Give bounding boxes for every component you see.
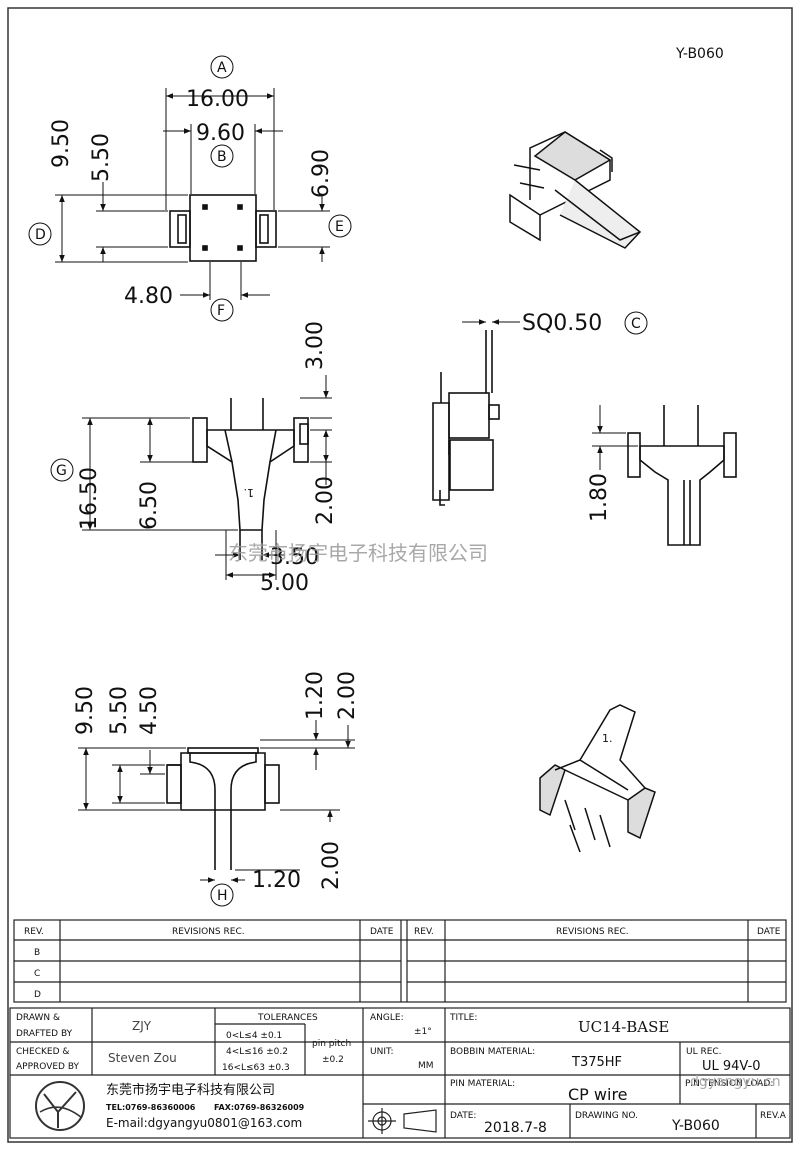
unit-value: MM <box>418 1061 434 1071</box>
company-name: 东莞市扬宇电子科技有限公司 <box>106 1082 275 1098</box>
callout-a: A <box>217 60 227 76</box>
dim-6-50: 6.50 <box>137 481 162 530</box>
front-view-dimensions <box>50 375 332 580</box>
top-view <box>169 194 277 262</box>
dim-16-00: 16.00 <box>186 87 249 112</box>
rec-header-2: REVISIONS REC. <box>556 927 629 937</box>
isometric-view-bottom <box>539 704 656 853</box>
date-label: DATE: <box>450 1111 476 1121</box>
dim-1-80: 1.80 <box>587 473 612 522</box>
callout-b: B <box>217 149 227 165</box>
dim-b-2-00-low: 2.00 <box>319 841 344 890</box>
rev-row-d: D <box>34 990 41 1000</box>
rev-header-1: REV. <box>24 927 44 937</box>
rev-row-b: B <box>34 948 40 958</box>
angle-value: ±1° <box>414 1027 432 1037</box>
dim-b-4-50: 4.50 <box>137 686 162 735</box>
dim-sq0-50: SQ0.50 <box>522 311 602 336</box>
drawing-code-top: Y-B060 <box>675 46 724 62</box>
ul-label: UL REC. <box>686 1047 722 1057</box>
bobbin-material-label: BOBBIN MATERIAL: <box>450 1047 535 1057</box>
company-logo <box>35 1081 85 1131</box>
date-header-1: DATE <box>370 927 394 937</box>
bottom-view-dimensions <box>78 720 355 907</box>
rev-row-c: C <box>34 969 40 979</box>
sheet-border <box>7 7 793 1143</box>
ul-value: UL 94V-0 <box>702 1059 761 1074</box>
dim-16-50: 16.50 <box>77 467 102 530</box>
end-view-dimensions <box>592 405 638 470</box>
tolerances-label: TOLERANCES <box>257 1013 318 1023</box>
company-tel: TEL:0769-86360006 <box>106 1103 196 1112</box>
rec-header-1: REVISIONS REC. <box>172 927 245 937</box>
drawing-no-value: Y-B060 <box>671 1118 720 1134</box>
callout-h: H <box>217 888 228 904</box>
drawn-value: ZJY <box>132 1019 152 1033</box>
dim-b-5-50: 5.50 <box>107 686 132 735</box>
dim-b-9-50: 9.50 <box>73 686 98 735</box>
pin-tension-label: PIN TENSION LOAD: <box>685 1079 773 1089</box>
projection-symbol <box>368 1108 437 1134</box>
tolerance-1: 0<L≤4 ±0.1 <box>226 1031 282 1041</box>
tolerance-2: 4<L≤16 ±0.2 <box>226 1047 288 1057</box>
drawn-label-1: DRAWN & <box>16 1013 60 1023</box>
pin-material-label: PIN MATERIAL: <box>450 1079 515 1089</box>
drawn-label-2: DRAFTED BY <box>16 1029 73 1039</box>
dim-b-1-20: 1.20 <box>303 671 328 720</box>
pin-material-value: CP wire <box>568 1085 628 1104</box>
callout-d: D <box>35 227 46 243</box>
dim-2-00: 2.00 <box>313 476 338 525</box>
tolerance-3: 16<L≤63 ±0.3 <box>222 1063 290 1073</box>
pin-mark-front: 1. <box>244 486 255 499</box>
callout-f: F <box>217 303 225 319</box>
dim-3-50: 3.50 <box>270 545 319 570</box>
bobbin-material-value: T375HF <box>571 1055 622 1070</box>
pin-pitch-value: ±0.2 <box>322 1055 344 1065</box>
dim-6-90: 6.90 <box>309 149 334 198</box>
unit-label: UNIT: <box>370 1047 394 1057</box>
callout-c: C <box>631 316 641 332</box>
dim-9-50: 9.50 <box>49 119 74 168</box>
date-header-2: DATE <box>757 927 781 937</box>
isometric-view-top <box>509 131 642 249</box>
rev-a-label: REV.A <box>760 1111 787 1121</box>
dim-3-00: 3.00 <box>303 321 328 370</box>
title-block <box>9 1007 791 1139</box>
watermark-company: 东莞市扬宇电子科技有限公司 <box>228 541 488 565</box>
bottom-view <box>166 747 280 870</box>
revisions-table <box>13 919 787 1003</box>
checked-label-1: CHECKED & <box>16 1047 69 1057</box>
pin-mark-iso: 1. <box>602 732 613 745</box>
end-view <box>627 405 737 546</box>
company-email: E-mail:dgyangyu0801@163.com <box>106 1116 302 1130</box>
front-view <box>192 398 309 560</box>
dim-b-1-20-low: 1.20 <box>252 868 301 893</box>
watermark-url: dgyangyu.cn <box>690 1074 781 1090</box>
callout-g: G <box>56 463 67 479</box>
dim-5-00: 5.00 <box>260 571 309 596</box>
checked-label-2: APPROVED BY <box>16 1062 80 1072</box>
checked-value: Steven Zou <box>108 1051 177 1065</box>
company-fax: FAX:0769-86326009 <box>214 1103 305 1112</box>
dim-5-50: 5.50 <box>89 133 114 182</box>
pin-pitch-label: pin pitch <box>312 1039 351 1049</box>
dim-9-60: 9.60 <box>196 121 245 146</box>
angle-label: ANGLE: <box>370 1013 404 1023</box>
rev-header-2: REV. <box>414 927 434 937</box>
dim-b-2-00: 2.00 <box>335 671 360 720</box>
dim-4-80: 4.80 <box>124 284 173 309</box>
side-view <box>432 330 500 506</box>
drawing-no-label: DRAWING NO. <box>575 1111 638 1121</box>
callout-e: E <box>335 219 344 235</box>
title-label: TITLE: <box>449 1013 477 1023</box>
title-value: UC14-BASE <box>578 1018 669 1036</box>
top-view-dimensions <box>28 55 352 322</box>
date-value: 2018.7-8 <box>484 1120 547 1136</box>
side-view-dimensions <box>462 311 648 335</box>
